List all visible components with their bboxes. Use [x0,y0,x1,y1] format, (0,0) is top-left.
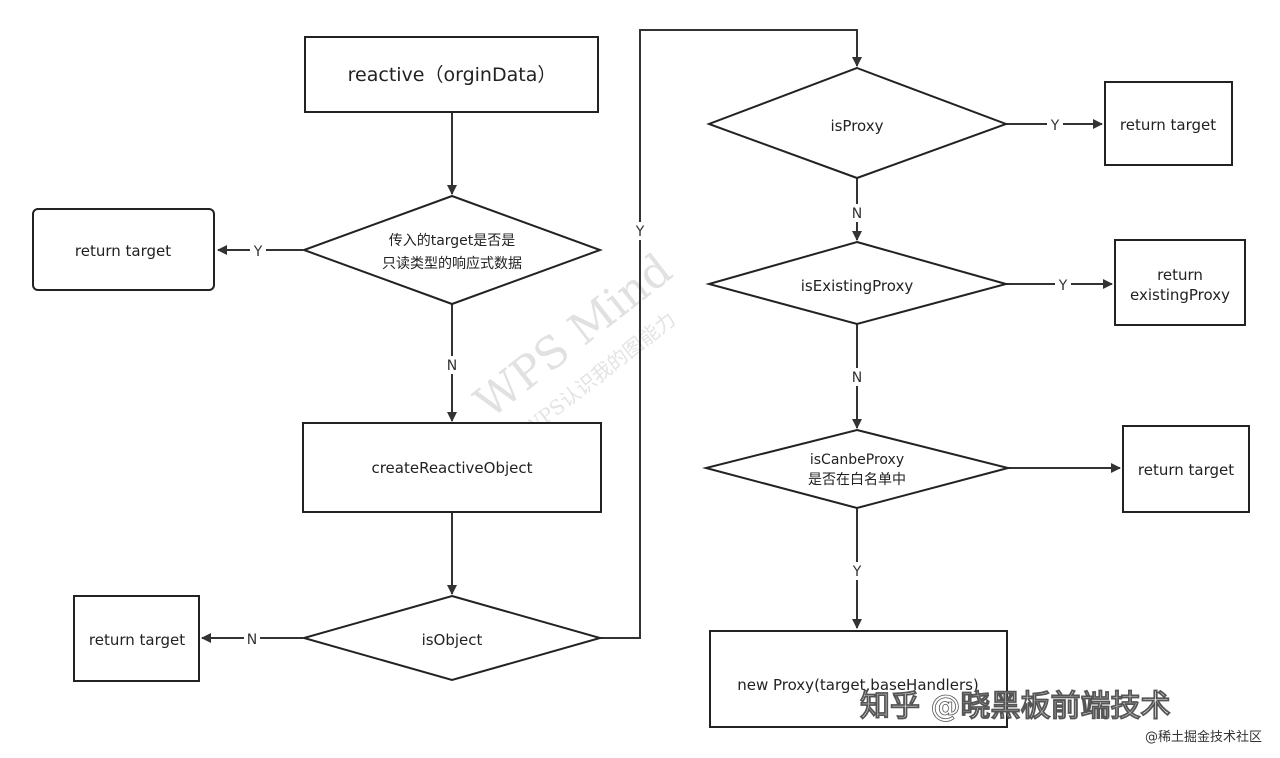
label-return-target-1: return target [75,242,171,260]
label-return-target-4: return target [1138,461,1234,479]
edge-label-isproxy-yes: Y [1050,118,1060,134]
node-create-reactive-object [302,422,602,513]
edge-label-readonly-yes: Y [253,244,263,260]
node-return-existing-proxy [1114,239,1246,326]
edge-isobject-yes [600,29,862,639]
node-return-target-3 [1104,81,1233,166]
node-is-proxy-diamond [706,66,1009,180]
node-return-target-2 [73,595,200,682]
node-is-canbe-proxy-diamond [702,428,1012,510]
label-return-existing-line1: return [1157,266,1203,284]
node-return-target-4 [1122,425,1250,513]
node-return-target-1 [32,208,215,291]
edge-labels: Y N N Y Y N Y N Y [244,116,1071,648]
label-is-canbe-proxy-line2: 是否在白名单中 [808,472,906,488]
edge-label-readonly-no: N [447,358,457,374]
nodes [32,36,1250,728]
label-is-readonly-line2: 只读类型的响应式数据 [382,255,522,272]
node-new-proxy [709,630,1008,728]
label-return-target-2: return target [89,631,185,649]
label-create-reactive-object: createReactiveObject [371,459,532,477]
label-is-existing-proxy: isExistingProxy [801,277,914,295]
label-is-readonly-line1: 传入的target是否是 [389,233,516,249]
label-new-proxy: new Proxy(target,baseHandlers) [737,676,979,694]
edge-label-existing-yes: Y [1058,278,1068,294]
label-return-target-3: return target [1120,116,1216,134]
node-labels: reactive（orginData） 传入的target是否是 只读类型的响应… [75,64,1234,694]
label-is-canbe-proxy-line1: isCanbeProxy [810,452,904,468]
node-reactive [304,36,599,113]
node-is-readonly-diamond [301,194,603,306]
juejin-watermark: @稀土掘金技术社区 [1145,729,1262,745]
edge-label-canbe-yes: Y [852,564,862,580]
label-reactive: reactive（orginData） [348,64,557,86]
edge-label-existing-no: N [852,370,862,386]
edge-label-isobject-no: N [247,632,257,648]
label-is-proxy: isProxy [830,117,883,135]
label-return-existing-line2: existingProxy [1130,286,1230,304]
source-watermarks: 知乎 @晓黑板前端技术 @稀土掘金技术社区 [860,689,1262,745]
label-is-object: isObject [422,631,483,649]
node-is-object-diamond [300,594,604,682]
node-is-existing-proxy-diamond [705,240,1010,326]
edge-label-isproxy-no: N [852,206,862,222]
zhihu-watermark: 知乎 @晓黑板前端技术 [860,689,1170,724]
edge-label-isobject-yes: Y [635,224,645,240]
